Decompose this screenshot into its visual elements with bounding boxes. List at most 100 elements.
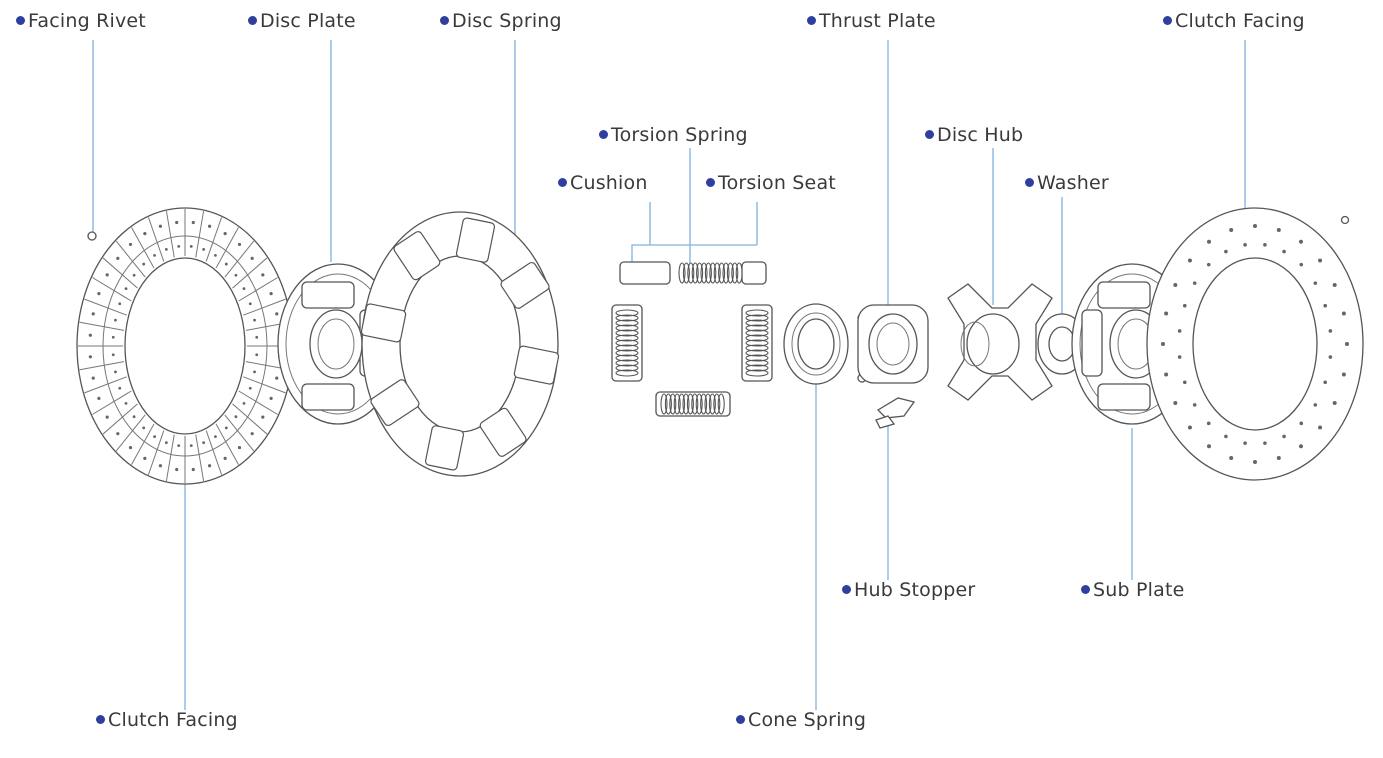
coil-turn: [745, 369, 769, 377]
facing-rivet-mark: [118, 302, 122, 306]
clutch-facing-right-part: [1146, 207, 1364, 481]
coil-turn: [615, 324, 639, 332]
facing-rivet-mark: [118, 386, 122, 390]
coil-turn: [686, 393, 694, 415]
facing-rivet-mark: [261, 415, 265, 419]
bullet-dot: [706, 178, 715, 187]
label-hub-stopper: Hub Stopper: [842, 579, 975, 601]
facing-rivet-mark: [116, 256, 120, 260]
label-thrust-plate: Thrust Plate: [807, 10, 936, 32]
thrust-plate-part: [857, 304, 929, 384]
disc-spring-segment: [479, 407, 527, 457]
facing-rivet-mark: [153, 435, 156, 439]
rivet-hole: [1299, 262, 1304, 267]
facing-segment-divider: [131, 423, 155, 465]
facing-rivet-mark: [261, 273, 265, 277]
rivet-hole: [1282, 434, 1286, 439]
coil-turn: [745, 334, 769, 342]
facing-rivet-mark: [223, 456, 227, 460]
facing-rivet-mark: [111, 335, 115, 339]
coil-turn: [615, 359, 639, 367]
rivet-holes: [1161, 224, 1349, 464]
facing-rivet-mark: [191, 220, 195, 225]
facing-rivet-mark: [269, 396, 273, 401]
rivet-hole: [1177, 355, 1182, 359]
facing-rivet-mark: [255, 353, 259, 357]
label-facing-rivet: Facing Rivet: [16, 10, 146, 32]
rivet-hole: [1341, 372, 1346, 377]
rivet-hole: [1207, 239, 1211, 244]
coil-turn: [682, 262, 690, 284]
facing-rivet-mark: [224, 262, 228, 266]
coil-turn: [745, 329, 769, 337]
facing-segment-divider: [238, 390, 278, 415]
label-clutch-facing-top: Clutch Facing: [1163, 10, 1305, 32]
facing-rivet-mark: [224, 426, 228, 430]
bullet-dot: [925, 130, 934, 139]
facing-segment-divider: [215, 423, 239, 465]
rivet-hole: [1313, 403, 1318, 407]
facing-segment-divider: [92, 390, 132, 415]
facing-segment-divider: [205, 217, 223, 262]
coil-turn: [745, 314, 769, 322]
facing-rivet-mark: [142, 262, 146, 266]
rivet-hole: [1332, 401, 1337, 405]
coil-turn: [745, 344, 769, 352]
label-disc-spring: Disc Spring: [440, 10, 562, 32]
facing-segment-divider: [232, 403, 268, 435]
facing-rivet-mark: [253, 370, 256, 374]
clutch-facing-left-part: [76, 207, 294, 485]
facing-segment-divider: [215, 227, 239, 269]
rivet-hole: [1328, 355, 1333, 359]
rivet-hole: [1173, 283, 1178, 287]
coil-turn: [708, 393, 716, 415]
rivet-hole: [1187, 425, 1192, 430]
disc-spring-segment: [370, 379, 420, 427]
coil-turn: [682, 393, 690, 415]
torsion-springs-part: [611, 261, 773, 417]
bullet-dot: [736, 715, 745, 724]
facing-rivet-mark: [214, 435, 217, 439]
coil-turn: [615, 339, 639, 347]
disc-spring-segment: [513, 345, 560, 385]
rivet-hole: [1332, 283, 1337, 287]
coil-turn: [718, 262, 726, 284]
coil-turn: [615, 309, 639, 317]
facing-rivet-mark: [128, 242, 133, 247]
facing-rivet-mark: [242, 287, 246, 291]
leader-spring-bracket: [631, 244, 757, 262]
rivet-hole: [1164, 372, 1169, 377]
label-clutch-facing-bottom: Clutch Facing: [96, 709, 238, 731]
facing-rivet-mark: [275, 312, 279, 316]
coil-turn: [731, 262, 739, 284]
coil-turn: [664, 393, 672, 415]
rivet-hole: [1164, 311, 1169, 316]
facing-segment-divider: [115, 414, 146, 452]
label-cushion: Cushion: [558, 172, 648, 194]
facing-rivet-mark: [124, 287, 128, 291]
facing-segment-divider: [224, 240, 255, 278]
facing-segment-divider: [102, 403, 138, 435]
facing-rivet-mark: [97, 396, 101, 401]
facing-rivet-mark: [234, 415, 238, 419]
label-washer: Washer: [1025, 172, 1109, 194]
coil-turn: [717, 393, 725, 415]
rivet-hole: [1243, 441, 1247, 445]
facing-segment-divider: [243, 376, 286, 394]
facing-rivet-mark: [207, 224, 212, 228]
coil-turn: [673, 393, 681, 415]
rivet-hole: [1177, 329, 1182, 333]
disc-hub-part: [947, 283, 1053, 401]
facing-rivet-mark: [250, 432, 254, 436]
bullet-dot: [842, 585, 851, 594]
rivet-hole: [1243, 243, 1247, 247]
facing-rivet-mark: [234, 273, 238, 277]
facing-rivet-mark: [91, 376, 95, 380]
facing-segment-divider: [243, 298, 286, 316]
coil-turn: [745, 339, 769, 347]
facing-segment-divider: [147, 430, 165, 475]
rivet-hole: [1282, 249, 1286, 254]
coil-turn: [615, 344, 639, 352]
rivet-hole: [1161, 342, 1165, 346]
facing-rivet-mark: [111, 353, 115, 357]
